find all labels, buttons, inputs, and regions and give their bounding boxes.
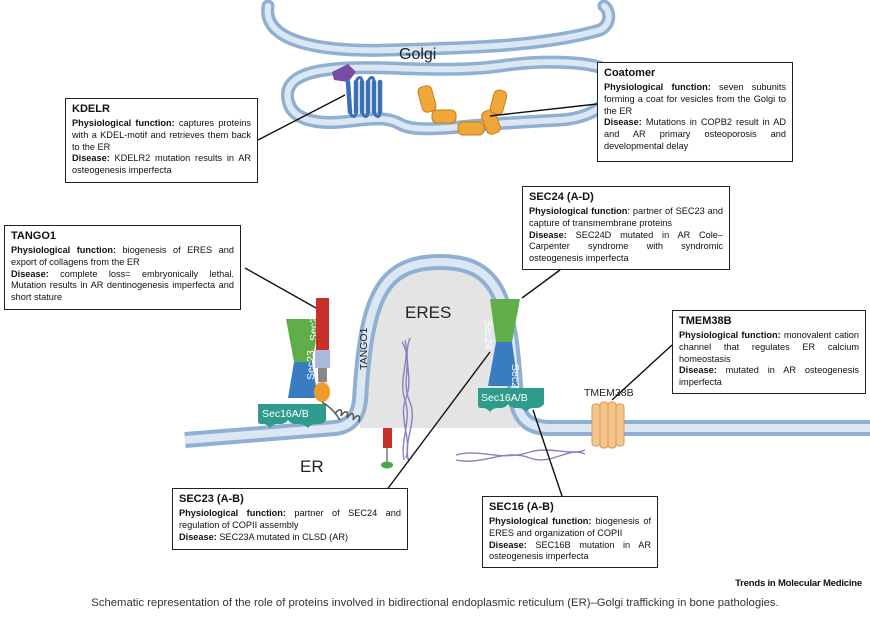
tmem38b-title: TMEM38B — [679, 315, 732, 327]
sec16-function: Physiological function: biogenesis of ER… — [489, 516, 651, 538]
sec16-title: SEC16 (A-B) — [489, 501, 554, 513]
tango1-title: TANGO1 — [11, 230, 57, 242]
coatomer-box: Coatomer Physiological function: seven s… — [597, 62, 793, 162]
er-cargo-receptor — [381, 428, 393, 469]
kdelr-title: KDELR — [72, 103, 110, 115]
er-label: ER — [300, 457, 324, 476]
coatomer-disease: Disease: Mutations in COPB2 result in AD… — [604, 117, 786, 151]
sec24-box: SEC24 (A-D) Physiological function: part… — [522, 186, 730, 270]
eres-label: ERES — [405, 303, 451, 322]
tango1-disease: Disease: complete loss= embryonically le… — [11, 268, 234, 303]
tmem38b-box: TMEM38B Physiological function: monovale… — [672, 310, 866, 394]
tango1-box: TANGO1 Physiological function: biogenesi… — [4, 225, 241, 310]
sec24-function: Physiological function: partner of SEC23… — [529, 206, 723, 228]
coatomer-coat — [417, 85, 508, 136]
sec24-title: SEC24 (A-D) — [529, 191, 594, 203]
tmem38b-function: Physiological function: monovalent catio… — [679, 330, 859, 364]
collagen-strand — [401, 337, 586, 463]
tmem38b-diagram-label: TMEM38B — [584, 387, 634, 399]
tango1-protein — [314, 298, 361, 423]
kdelr-receptor — [332, 64, 383, 118]
tango1-function: Physiological function: biogenesis of ER… — [11, 245, 234, 267]
right-copii-coat: Sec24 Sec23 Sec16A/B — [478, 299, 544, 412]
kdelr-disease: Disease: KDELR2 mutation results in AR o… — [72, 153, 251, 176]
sec23-function: Physiological function: partner of SEC24… — [179, 508, 401, 530]
sec16-box: SEC16 (A-B) Physiological function: biog… — [482, 496, 658, 568]
tmem38b-disease: Disease: mutated in AR osteogenesis impe… — [679, 365, 859, 388]
left-sec16-label: Sec16A/B — [262, 408, 309, 420]
tango1-vertical-label: TANGO1 — [358, 327, 370, 370]
right-sec16-label: Sec16A/B — [481, 392, 528, 404]
journal-name: Trends in Molecular Medicine — [735, 578, 862, 589]
left-sec23-label: Sec23 — [305, 350, 317, 380]
leader-lines — [244, 94, 673, 506]
tmem38b-channel — [591, 401, 625, 449]
kdelr-function: Physiological function: captures protein… — [72, 118, 251, 152]
sec23-box: SEC23 (A-B) Physiological function: part… — [172, 488, 408, 550]
sec16-disease: Disease: SEC16B mutation in AR osteogene… — [489, 539, 651, 562]
golgi-membrane — [261, 0, 622, 136]
golgi-label: Golgi — [399, 46, 436, 63]
right-sec24-label: Sec24 — [482, 320, 494, 350]
figure-caption: Schematic representation of the role of … — [91, 597, 779, 609]
coatomer-function: Physiological function: seven subunits f… — [604, 82, 786, 116]
right-sec23-label: Sec23 — [509, 364, 521, 394]
coatomer-title: Coatomer — [604, 67, 656, 79]
sec23-disease: Disease: SEC23A mutated in CLSD (AR) — [179, 531, 349, 542]
sec24-disease: Disease: SEC24D mutated in AR Cole–Carpe… — [529, 229, 723, 264]
sec23-title: SEC23 (A-B) — [179, 493, 244, 505]
kdelr-box: KDELR Physiological function: captures p… — [65, 98, 258, 183]
left-copii-coat: Sec24 Sec23 Sec16A/B — [258, 311, 326, 428]
